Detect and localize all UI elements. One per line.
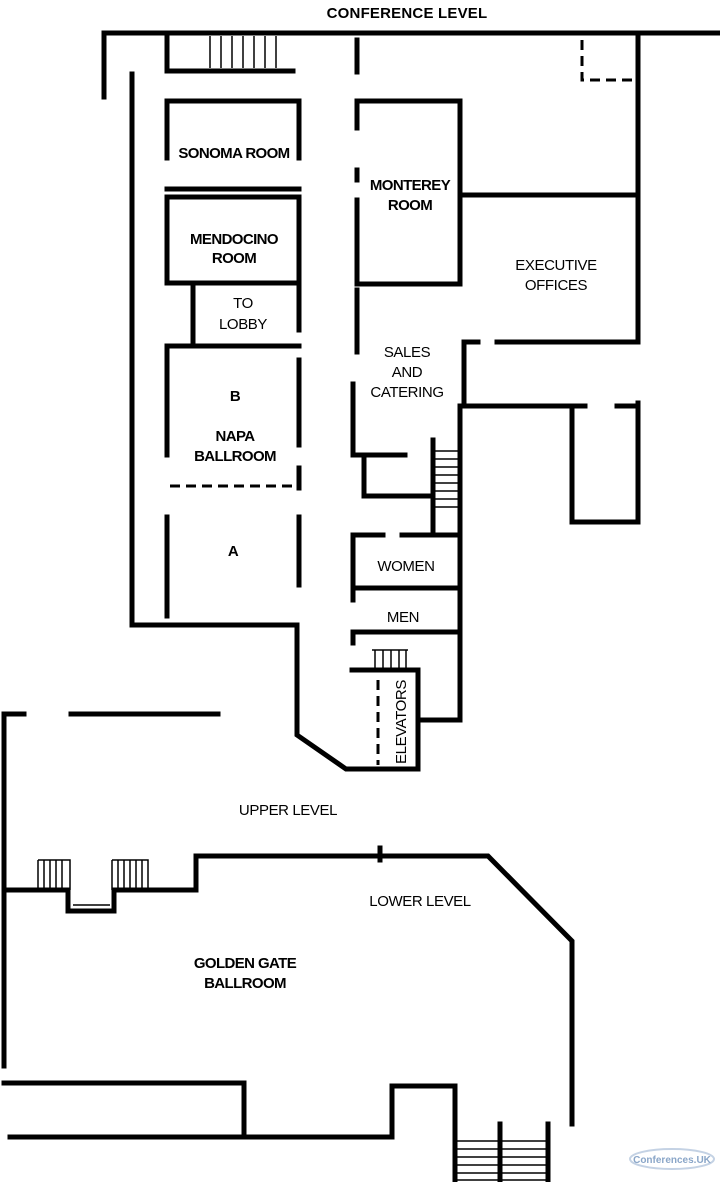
napa-ballroom — [164, 343, 302, 619]
monterey-room-label-2: ROOM — [388, 197, 432, 214]
napa-section-b-label: B — [230, 388, 241, 405]
elevators-label: ELEVATORS — [393, 680, 410, 764]
golden-gate-ballroom-label-1: GOLDEN GATE — [194, 955, 297, 972]
service-stairs — [430, 403, 463, 535]
executive-offices-label-1: EXECUTIVE — [515, 257, 597, 274]
sonoma-room — [164, 98, 302, 192]
elevators — [349, 649, 463, 772]
sales-catering-room — [350, 339, 641, 499]
napa-section-a-label: A — [228, 543, 239, 560]
mendocino-room-label-1: MENDOCINO — [190, 231, 279, 248]
stairs-upper-level — [37, 859, 149, 906]
sales-catering-label-2: AND — [392, 364, 423, 381]
restrooms — [350, 532, 463, 723]
floor-title: CONFERENCE LEVEL — [327, 5, 488, 22]
golden-gate-ballroom — [1, 1080, 551, 1182]
sales-catering-label-1: SALES — [384, 344, 431, 361]
mendocino-room-label-2: ROOM — [212, 250, 256, 267]
sales-catering-label-3: CATERING — [370, 384, 443, 401]
executive-offices-label-2: OFFICES — [525, 277, 588, 294]
napa-ballroom-label-2: BALLROOM — [194, 448, 276, 465]
stairs-top — [209, 36, 277, 68]
men-restroom-label: MEN — [387, 609, 419, 626]
to-lobby-label-1: TO — [233, 295, 253, 312]
conference-level-walls — [101, 30, 720, 772]
monterey-room — [354, 98, 641, 355]
mendocino-room — [164, 194, 302, 286]
sonoma-room-label: SONOMA ROOM — [178, 145, 289, 162]
monterey-room-label-1: MONTEREY — [370, 177, 451, 194]
watermark-logo: Conferences.UK — [629, 1148, 715, 1170]
golden-gate-ballroom-label-2: BALLROOM — [204, 975, 286, 992]
watermark-text: Conferences.UK — [633, 1155, 712, 1166]
lower-level-label: LOWER LEVEL — [369, 893, 471, 910]
napa-ballroom-label-1: NAPA — [216, 428, 256, 445]
upper-level-walls — [1, 711, 575, 1127]
upper-level-label: UPPER LEVEL — [239, 802, 337, 819]
to-lobby-label-2: LOBBY — [219, 316, 267, 333]
women-restroom-label: WOMEN — [377, 558, 434, 575]
to-lobby-area — [190, 283, 302, 347]
